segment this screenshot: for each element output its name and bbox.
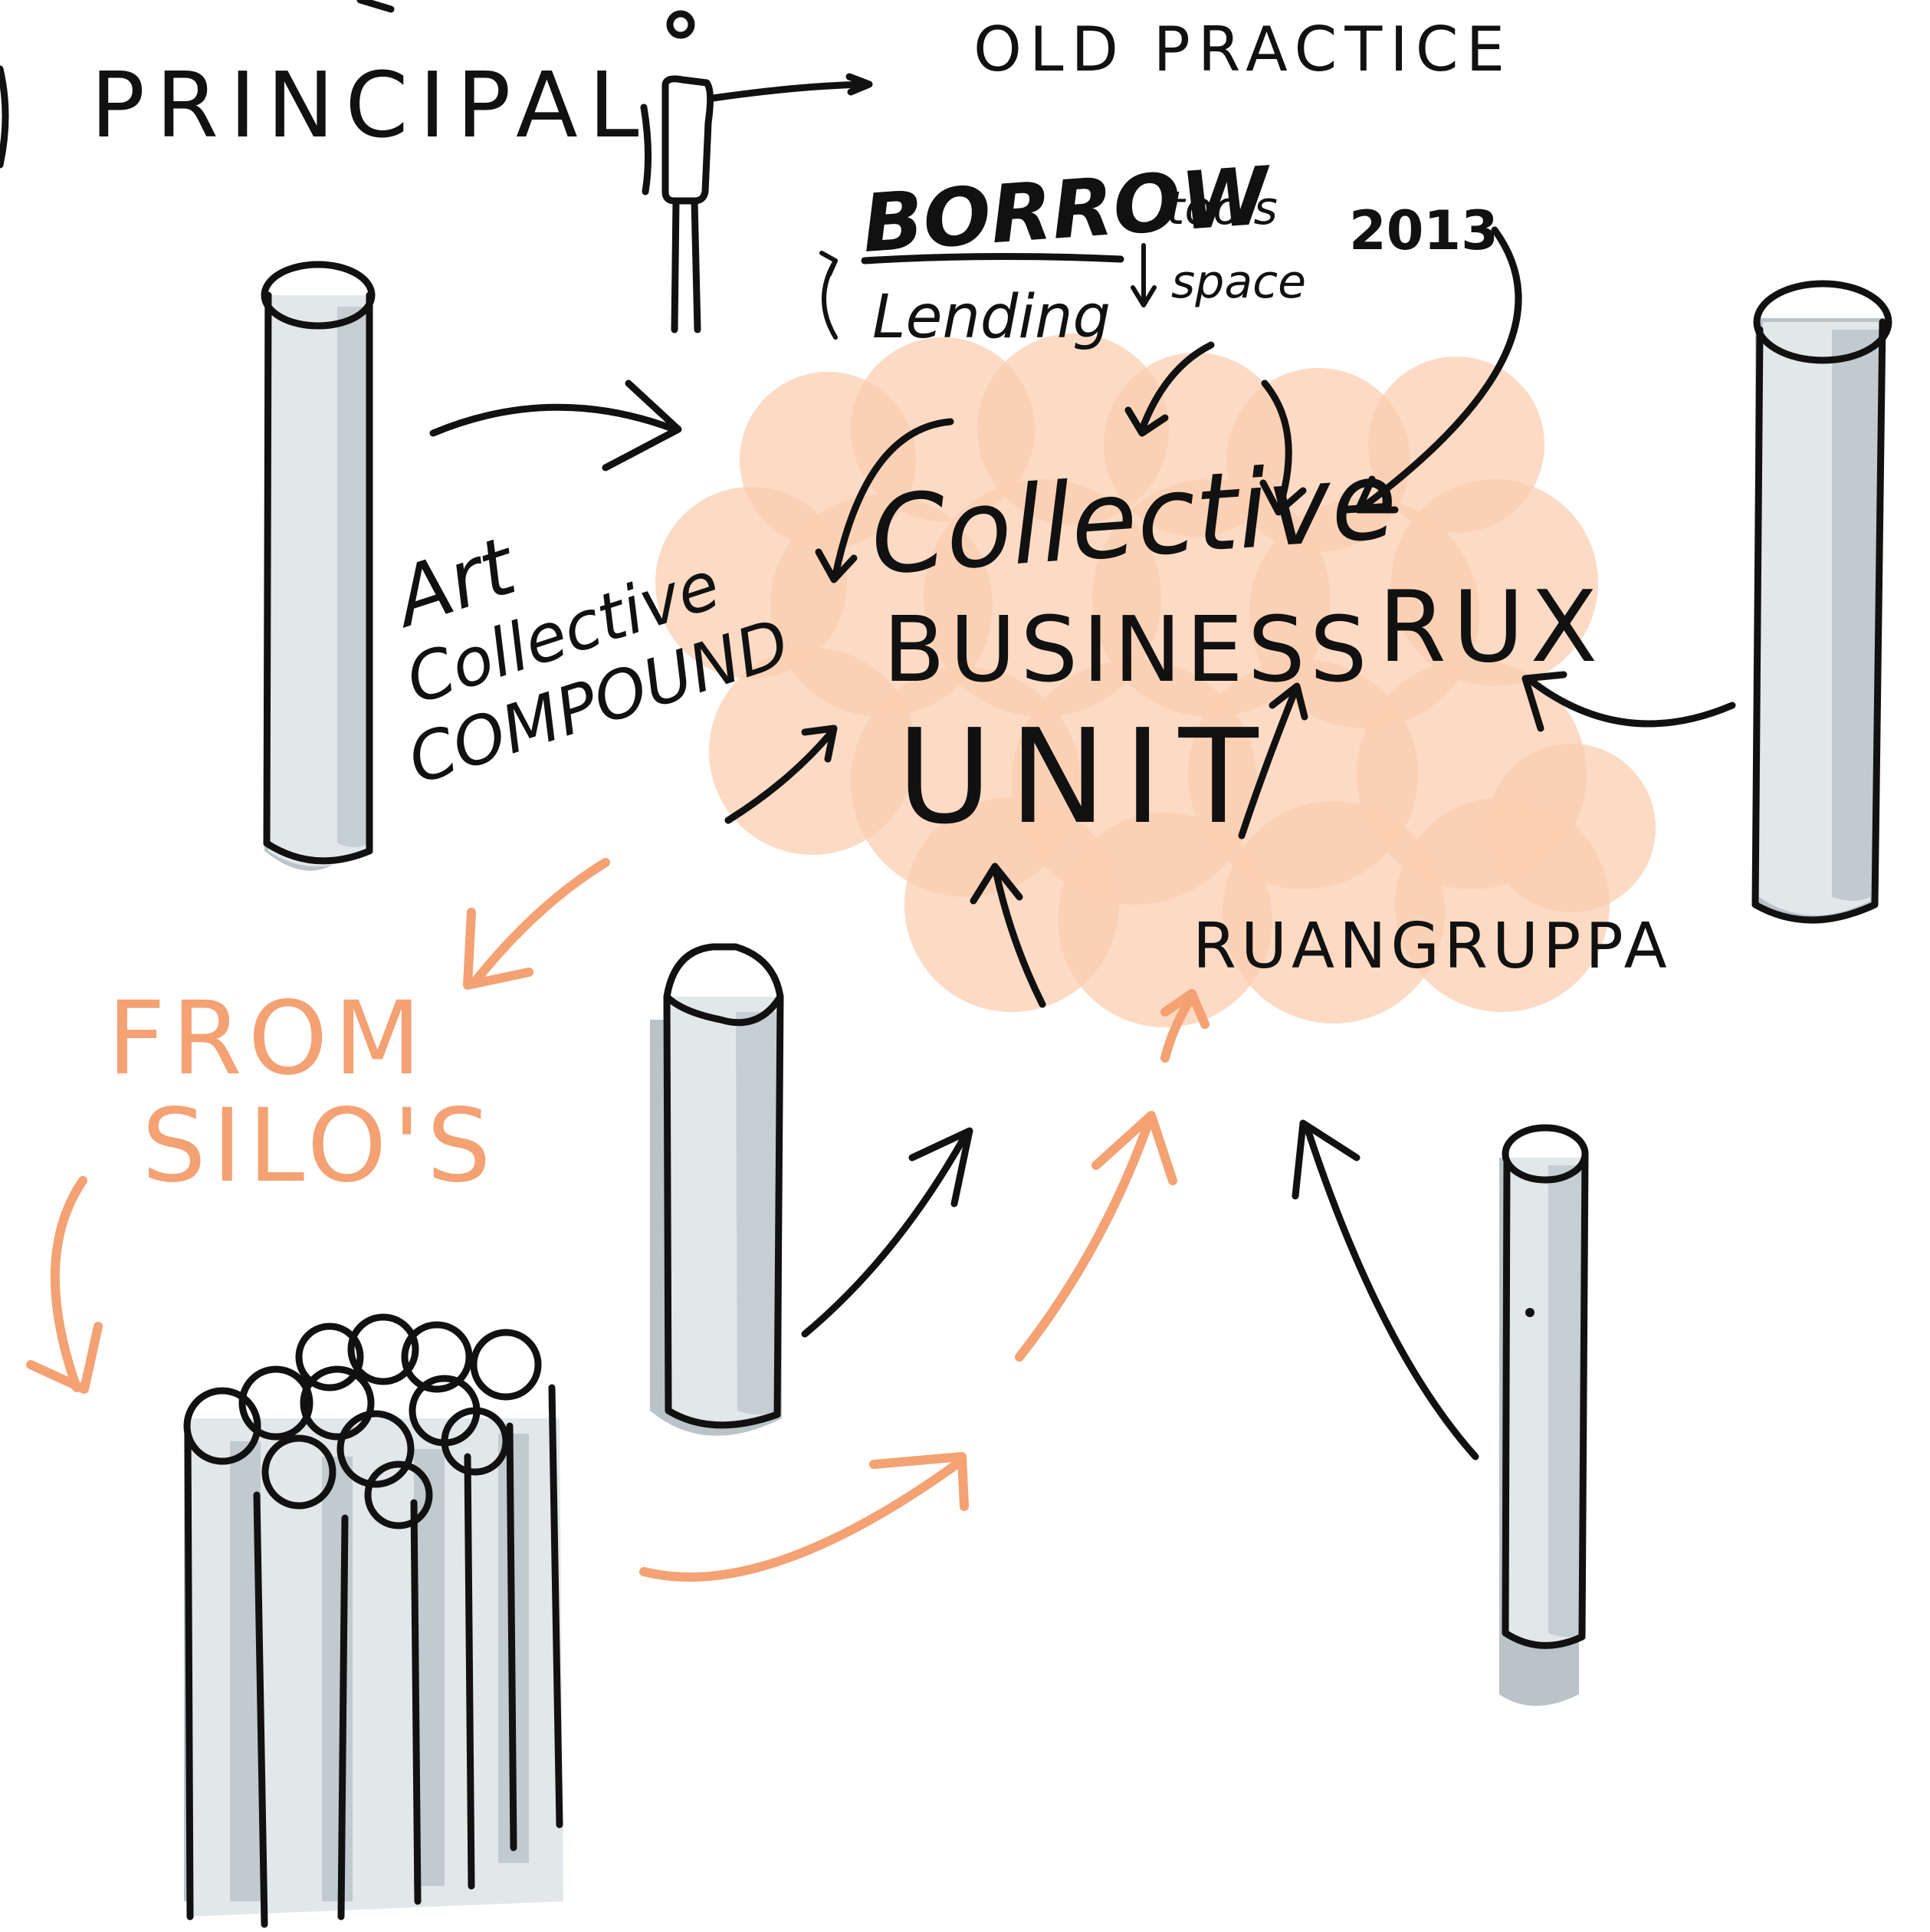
arrow-space-in: [1138, 341, 1215, 433]
arrow-orange-bundle-right: [639, 1456, 967, 1582]
principal-label: PRINCIPAL: [90, 52, 649, 158]
space-label: space: [1171, 255, 1306, 309]
top-edge-mark: [356, 0, 395, 13]
year-label: 2013: [1349, 199, 1498, 262]
arrow-loop-left-head: [815, 548, 858, 583]
arrow-silo1-to-cloud: [429, 403, 678, 437]
person-icon: [640, 10, 873, 334]
unit-label: UNIT: [897, 702, 1275, 853]
borrow-underline: [861, 252, 1124, 264]
arrow-unit-below: [993, 870, 1046, 1008]
tools-label: tools: [1167, 182, 1278, 235]
arrow-silo-lr-to-cloud-head: [1292, 1119, 1361, 1200]
arrow-unit-below-head: [970, 863, 1023, 905]
lending-label: Lending: [872, 283, 1111, 352]
silo-icon: [261, 261, 376, 871]
from-label: FROM: [107, 980, 427, 1098]
arrow-silo1-to-cloud-head: [602, 380, 682, 472]
arrow-unit-right-up: [1238, 686, 1299, 840]
arrow-orange-to-bundle-head: [26, 1322, 103, 1394]
silo-bundle-icon: [183, 1313, 563, 1928]
arrow-silo-right-to-cloud-head: [1521, 671, 1567, 732]
arrow-orange-up-2: [1160, 992, 1196, 1063]
bracket-arrowhead-left: [819, 251, 838, 277]
arrow-silo-mid-to-cloud-head: [908, 1127, 973, 1208]
business-label: BUSINESS: [883, 596, 1372, 702]
old-practice-label: OLD PRACTICE: [973, 14, 1512, 85]
arrow-loop-left: [832, 418, 954, 579]
arrow-loop-right-head: [1259, 479, 1307, 516]
arrow-year-in: [1361, 226, 1522, 510]
arrow-orange-from-cloud: [471, 858, 610, 986]
arrow-orange-up-1-head: [1091, 1111, 1177, 1185]
arrow-silo-lr-to-cloud: [1303, 1123, 1479, 1460]
arrow-orange-to-bundle: [50, 1176, 87, 1392]
silo-icon: [1499, 1124, 1589, 1706]
arrow-loop-right: [1261, 380, 1292, 510]
arrow-silo-right-to-cloud: [1529, 678, 1736, 728]
arrow-orange-up-1: [1015, 1115, 1154, 1362]
silo-icon: [650, 943, 784, 1436]
arrow-year-in-head: [1354, 475, 1399, 514]
edge-bracket: [0, 65, 9, 169]
arrow-compound-in: [724, 728, 835, 824]
arrow-orange-up-2-head: [1160, 989, 1210, 1029]
arrow-unit-right-up-head: [1269, 682, 1308, 721]
down-arrow-small-head: [1131, 285, 1157, 307]
silo-icon: [1751, 280, 1892, 924]
cloud-shape: [655, 334, 1656, 1027]
arrow-space-in-head: [1124, 406, 1169, 437]
silos-label: SILO'S: [142, 1087, 497, 1205]
rux-label: RUX: [1378, 570, 1603, 685]
arrow-silo-mid-to-cloud: [801, 1131, 970, 1338]
ruangruppa-label: RUANGRUPPA: [1193, 910, 1672, 983]
arrow-orange-from-cloud-head: [463, 908, 533, 990]
arrow-orange-bundle-right-head: [869, 1452, 969, 1511]
arrow-compound-in-head: [801, 724, 838, 763]
